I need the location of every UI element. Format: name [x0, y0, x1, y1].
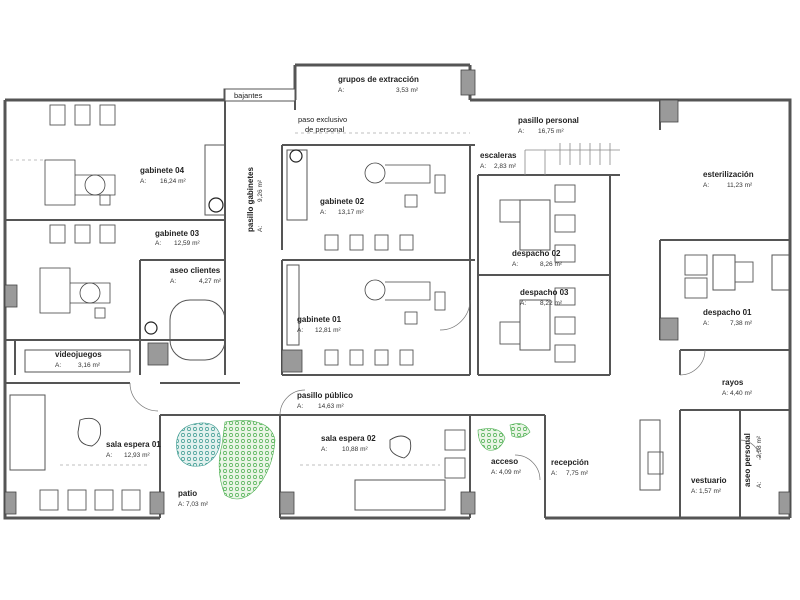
gabinete-04-name: gabinete 04	[140, 166, 185, 175]
despacho-03-prefix: A:	[520, 300, 527, 307]
side-tables	[77, 417, 412, 459]
pasillo-publico-prefix: A:	[297, 403, 304, 410]
recepcion-prefix: A:	[551, 470, 558, 477]
pasillo-publico-area: 14,63 m²	[318, 403, 344, 410]
grupos-extraccion-name: grupos de extracción	[338, 75, 419, 84]
escaleras-name: escaleras	[480, 151, 517, 160]
gabinete-03-area: 12,59 m²	[174, 240, 200, 247]
structural-columns	[4, 69, 791, 515]
sinks	[144, 149, 303, 335]
counters	[9, 144, 791, 511]
pasillo-gabinetes-name: pasillo gabinetes	[246, 167, 255, 232]
aseo-clientes-area: 4,27 m²	[199, 278, 222, 285]
pasillo-personal-prefix: A:	[518, 128, 525, 135]
sala-espera-01-name: sala espera 01	[106, 440, 161, 449]
gabinete-04-area: 16,24 m²	[160, 178, 186, 185]
sala-espera-02-area: 10,88 m²	[342, 446, 368, 453]
grupos-extraccion-area: 3,53 m²	[396, 87, 419, 94]
despacho-03-area: 8,22 m²	[540, 300, 563, 307]
videojuegos-prefix: A:	[55, 362, 62, 369]
gabinete-01-area: 12,81 m²	[315, 327, 341, 334]
despacho-03-name: despacho 03	[520, 288, 569, 297]
stairs	[524, 143, 620, 175]
despacho-02-area: 8,26 m²	[540, 261, 563, 268]
gabinete-03-name: gabinete 03	[155, 229, 200, 238]
escaleras-prefix: A:	[480, 163, 487, 170]
pasillo-personal-name: pasillo personal	[518, 116, 579, 125]
patio-area: A: 7,03 m²	[178, 501, 209, 508]
pasillo-gabinetes-area: 9,26 m²	[257, 179, 264, 202]
pasillo-personal-area: 16,75 m²	[538, 128, 564, 135]
patio-name: patio	[178, 489, 198, 498]
sala-espera-01-prefix: A:	[106, 452, 113, 459]
videojuegos-area: 3,16 m²	[78, 362, 101, 369]
sala-espera-02-prefix: A:	[321, 446, 328, 453]
bajantes-label: bajantes	[234, 91, 263, 100]
videojuegos-name: videojuegos	[55, 350, 102, 359]
vestuario-area: A: 1,57 m²	[691, 488, 722, 495]
bajantes-box	[224, 88, 296, 102]
recepcion-name: recepción	[551, 458, 589, 467]
despacho-02-prefix: A:	[512, 261, 519, 268]
gabinete-03-prefix: A:	[155, 240, 162, 247]
dental-chairs	[39, 159, 446, 325]
esterilizacion-area: 11,23 m²	[727, 182, 753, 189]
rayos-area: A: 4,40 m²	[722, 390, 753, 397]
esterilizacion-prefix: A:	[703, 182, 710, 189]
aseo-personal-prefix: A:	[756, 481, 763, 488]
sala-espera-02-name: sala espera 02	[321, 434, 376, 443]
paso-exclusivo-label-1: paso exclusivo	[298, 115, 348, 124]
pasillo-publico-name: pasillo público	[297, 391, 354, 400]
gabinete-02-area: 13,17 m²	[338, 209, 364, 216]
gabinete-01-prefix: A:	[297, 327, 304, 334]
acceso-area: A: 4,09 m²	[491, 469, 522, 476]
pasillo-gabinetes-prefix: A:	[257, 225, 264, 232]
rayos-name: rayos	[722, 378, 744, 387]
aseo-clientes-prefix: A:	[170, 278, 177, 285]
despacho-01-area: 7,38 m²	[730, 320, 753, 327]
escaleras-area: 2,83 m²	[494, 163, 517, 170]
aseo-personal-name: aseo personal	[743, 433, 752, 487]
dashed-lines	[10, 132, 470, 466]
grupos-extraccion-prefix: A:	[338, 87, 345, 94]
gabinete-04-prefix: A:	[140, 178, 147, 185]
aseo-personal-area: 2,98 m²	[756, 435, 763, 458]
gabinete-02-prefix: A:	[320, 209, 327, 216]
chairs	[39, 104, 754, 511]
recepcion-area: 7,75 m²	[566, 470, 589, 477]
despacho-01-name: despacho 01	[703, 308, 752, 317]
despacho-01-prefix: A:	[703, 320, 710, 327]
door-swings	[129, 299, 761, 481]
acceso-name: acceso	[491, 457, 519, 466]
vestuario-name: vestuario	[691, 476, 727, 485]
patio-planting	[176, 420, 531, 500]
gabinete-02-name: gabinete 02	[320, 197, 365, 206]
aseo-clientes-name: aseo clientes	[170, 266, 221, 275]
despacho-02-name: despacho 02	[512, 249, 561, 258]
esterilizacion-name: esterilización	[703, 170, 754, 179]
gabinete-01-name: gabinete 01	[297, 315, 342, 324]
sala-espera-01-area: 12,93 m²	[124, 452, 150, 459]
paso-exclusivo-label-2: de personal	[305, 125, 345, 134]
